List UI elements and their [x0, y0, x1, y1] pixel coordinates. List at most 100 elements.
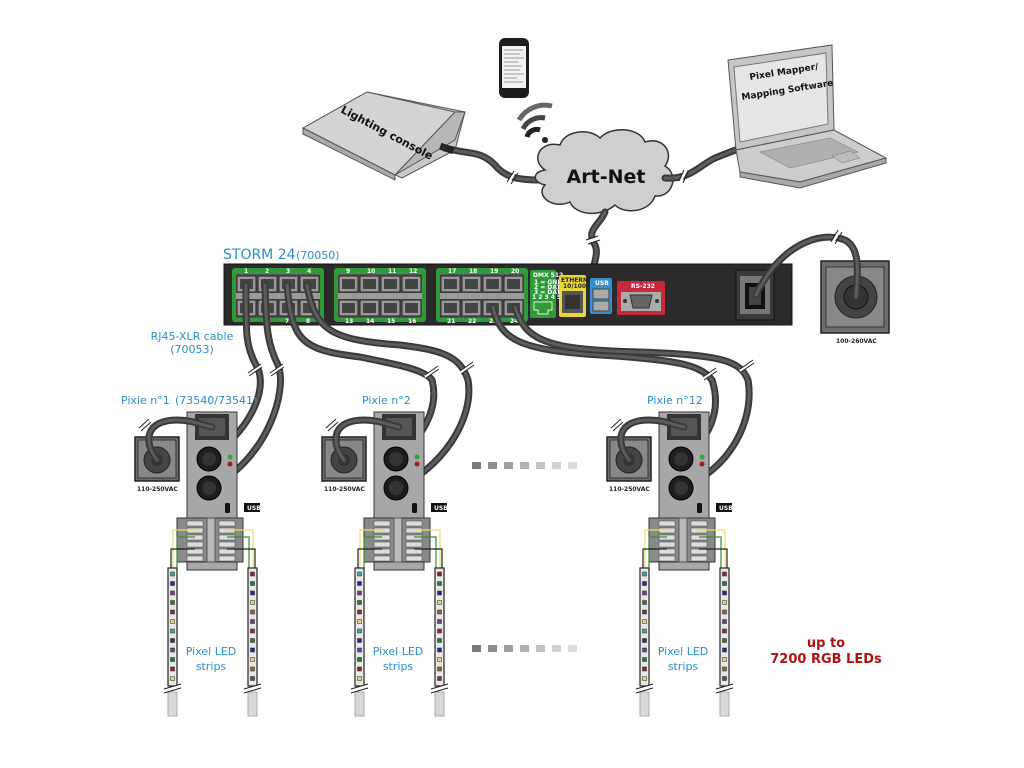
- storm-title: STORM 24: [223, 247, 296, 263]
- continuation-dot: [552, 645, 561, 652]
- led-pixel: [722, 619, 727, 624]
- port-9[interactable]: [338, 275, 359, 293]
- pixie-power-label: 110-250VAC: [324, 486, 365, 493]
- led-pixel: [642, 638, 647, 643]
- wifi-icon: [516, 102, 553, 143]
- continuation-dot: [472, 645, 481, 652]
- capacity-label-line2: 7200 RGB LEDs: [770, 652, 882, 667]
- pixie-usb-port[interactable]: USB: [244, 503, 261, 512]
- led-pixel: [642, 600, 647, 605]
- port-15[interactable]: [380, 299, 401, 317]
- cable-break-mark: [830, 229, 843, 245]
- led-pixel: [437, 666, 442, 672]
- led-pixel: [642, 676, 647, 681]
- port-22[interactable]: [461, 299, 482, 317]
- led-pixel: [357, 600, 362, 605]
- led-pixel: [642, 590, 647, 596]
- led-pixel: [642, 619, 647, 624]
- svg-text:3 = DATA+: 3 = DATA+: [534, 289, 570, 296]
- svg-text:ETHERNET: ETHERNET: [561, 277, 597, 284]
- port-12[interactable]: [401, 275, 422, 293]
- pixie-terminal-block[interactable]: [170, 517, 256, 568]
- storm-power-label: 100-260VAC: [836, 338, 877, 345]
- pixie-terminal-block[interactable]: [357, 517, 443, 568]
- led-pixel: [642, 647, 647, 653]
- svg-text:4: 4: [307, 268, 311, 275]
- led-pixel: [250, 581, 255, 586]
- port-19[interactable]: [482, 275, 503, 293]
- pixel-led-strip: [635, 567, 654, 717]
- rs-232-port[interactable]: RS-232: [617, 281, 665, 315]
- svg-text:2 = DATA-: 2 = DATA-: [534, 284, 568, 291]
- led-pixel: [357, 581, 362, 586]
- led-pixel: [642, 581, 647, 586]
- led-pixel: [722, 600, 727, 605]
- continuation-dot: [504, 645, 513, 652]
- svg-text:20: 20: [511, 268, 519, 275]
- led-pixel: [250, 657, 255, 662]
- led-pixel: [170, 647, 175, 653]
- pixie-body: USB: [170, 411, 261, 571]
- port-21[interactable]: [440, 299, 461, 317]
- port-18[interactable]: [461, 275, 482, 293]
- led-pixel: [437, 628, 442, 634]
- svg-text:USB: USB: [434, 505, 448, 512]
- led-pixel: [170, 600, 175, 605]
- led-pixel: [357, 609, 362, 615]
- led-pixel: [170, 609, 175, 615]
- svg-text:8: 8: [306, 318, 310, 325]
- dmx-512-port[interactable]: DMX 512 1 = GND 2 = DATA- 3 = DATA+ 1 2 …: [530, 270, 580, 318]
- port-10[interactable]: [359, 275, 380, 293]
- led-pixel: [437, 647, 442, 653]
- ethernet-port[interactable]: ETHERNET 10/100: [559, 275, 597, 317]
- led-pixel: [170, 590, 175, 596]
- led-pixel: [250, 676, 255, 681]
- port-11[interactable]: [380, 275, 401, 293]
- svg-text:RS-232: RS-232: [631, 283, 655, 290]
- continuation-dot: [536, 462, 545, 469]
- svg-text:USB: USB: [247, 505, 261, 512]
- port-20[interactable]: [503, 275, 524, 293]
- strips-label: strips: [668, 660, 699, 673]
- led-pixel: [642, 628, 647, 634]
- port-16[interactable]: [401, 299, 422, 317]
- led-pixel: [357, 619, 362, 624]
- continuation-dots-bottom: [472, 645, 577, 652]
- pixie-usb-port[interactable]: USB: [716, 503, 733, 512]
- led-pixel: [722, 581, 727, 586]
- port-14[interactable]: [359, 299, 380, 317]
- strips-label: Pixel LED: [658, 645, 709, 658]
- led-pixel: [437, 676, 442, 681]
- port-13[interactable]: [338, 299, 359, 317]
- pixie-usb-port[interactable]: USB: [431, 503, 448, 512]
- svg-text:2: 2: [265, 268, 269, 275]
- svg-text:19: 19: [490, 268, 498, 275]
- cable-break-mark: [459, 361, 475, 375]
- usb-port[interactable]: USB: [590, 278, 612, 314]
- svg-text:24: 24: [510, 318, 518, 325]
- led-pixel: [170, 676, 175, 681]
- led-pixel: [437, 638, 442, 643]
- led-pixel: [250, 571, 255, 577]
- svg-text:1: 1: [244, 268, 248, 275]
- led-pixel: [437, 600, 442, 605]
- continuation-dot: [552, 462, 561, 469]
- svg-text:16: 16: [408, 318, 416, 325]
- led-pixel: [250, 628, 255, 634]
- led-pixel: [250, 590, 255, 596]
- lighting-console: Lighting console: [301, 91, 466, 181]
- led-pixel: [170, 628, 175, 634]
- led-pixel: [357, 676, 362, 681]
- svg-text:18: 18: [469, 268, 477, 275]
- pixel-led-strip: [430, 567, 449, 717]
- svg-text:12: 12: [409, 268, 417, 275]
- art-net-label: Art-Net: [567, 166, 646, 188]
- pixie-terminal-block[interactable]: [642, 517, 728, 568]
- port-17[interactable]: [440, 275, 461, 293]
- pixie-name: Pixie n°12: [647, 394, 703, 407]
- led-pixel: [722, 628, 727, 634]
- svg-text:USB: USB: [719, 505, 733, 512]
- led-pixel: [250, 609, 255, 615]
- laptop: Pixel Mapper/ Mapping Software: [727, 44, 888, 189]
